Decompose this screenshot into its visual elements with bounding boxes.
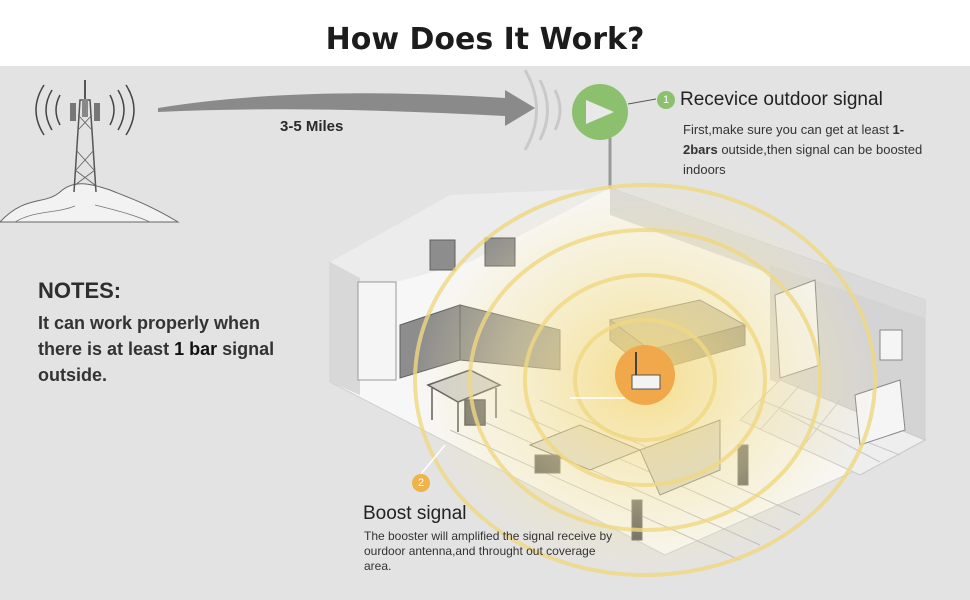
page-title: How Does It Work? (0, 22, 970, 57)
cell-tower-icon (0, 80, 178, 222)
step2-text: The booster will amplified the signal re… (364, 529, 614, 574)
notes-heading: NOTES: (38, 278, 121, 304)
distance-label: 3-5 Miles (280, 118, 343, 135)
notes-text-bold: 1 bar (174, 339, 217, 359)
step1-text-part1: First,make sure you can get at least (683, 122, 893, 137)
step1-text-part2: outside,then signal can be boosted indoo… (683, 142, 922, 177)
step1-badge: 1 (657, 91, 675, 109)
step2-heading: Boost signal (363, 503, 467, 525)
signal-booster-icon (615, 345, 675, 405)
outdoor-antenna-icon (572, 84, 656, 190)
step1-text: First,make sure you can get at least 1-2… (683, 120, 928, 180)
step1-heading: Recevice outdoor signal (680, 89, 883, 111)
notes-text: It can work properly when there is at le… (38, 310, 308, 388)
step2-badge: 2 (412, 474, 430, 492)
arrow-icon (158, 90, 535, 126)
